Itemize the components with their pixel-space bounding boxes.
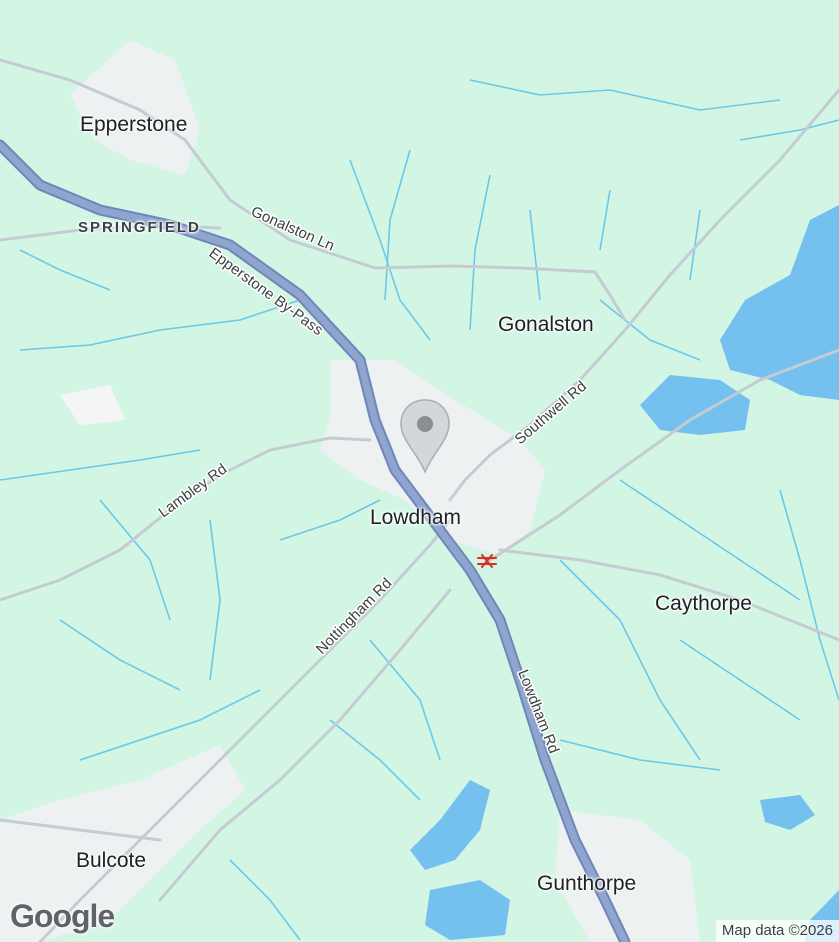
road-label-southwell-rd: Southwell Rd	[512, 378, 590, 448]
rail-station-icon[interactable]	[476, 553, 498, 569]
road-label-epperstone-bypass: Epperstone By-Pass	[206, 245, 326, 339]
streams	[0, 79, 839, 941]
place-label-lowdham[interactable]: Lowdham	[370, 506, 462, 529]
place-label-gonalston[interactable]: Gonalston	[498, 313, 594, 336]
water-bodies	[410, 205, 839, 942]
location-pin-icon[interactable]	[398, 398, 452, 474]
map-attribution[interactable]: Map data ©2026	[715, 920, 839, 942]
road-label-nottingham-rd: Nottingham Rd	[313, 575, 396, 658]
road-label-lambley-rd: Lambley Rd	[155, 461, 230, 522]
google-logo[interactable]: Google	[10, 898, 115, 934]
major-road	[0, 139, 631, 942]
road-label-gonalston-ln: Gonalston Ln	[248, 203, 337, 255]
place-label-gunthorpe[interactable]: Gunthorpe	[537, 872, 637, 895]
place-label-springfield[interactable]: SPRINGFIELD	[78, 219, 201, 236]
built-up-areas	[0, 40, 700, 942]
place-label-bulcote[interactable]: Bulcote	[76, 849, 147, 872]
place-label-caythorpe[interactable]: Caythorpe	[655, 592, 752, 615]
place-label-epperstone[interactable]: Epperstone	[80, 113, 188, 136]
minor-roads	[0, 58, 839, 942]
